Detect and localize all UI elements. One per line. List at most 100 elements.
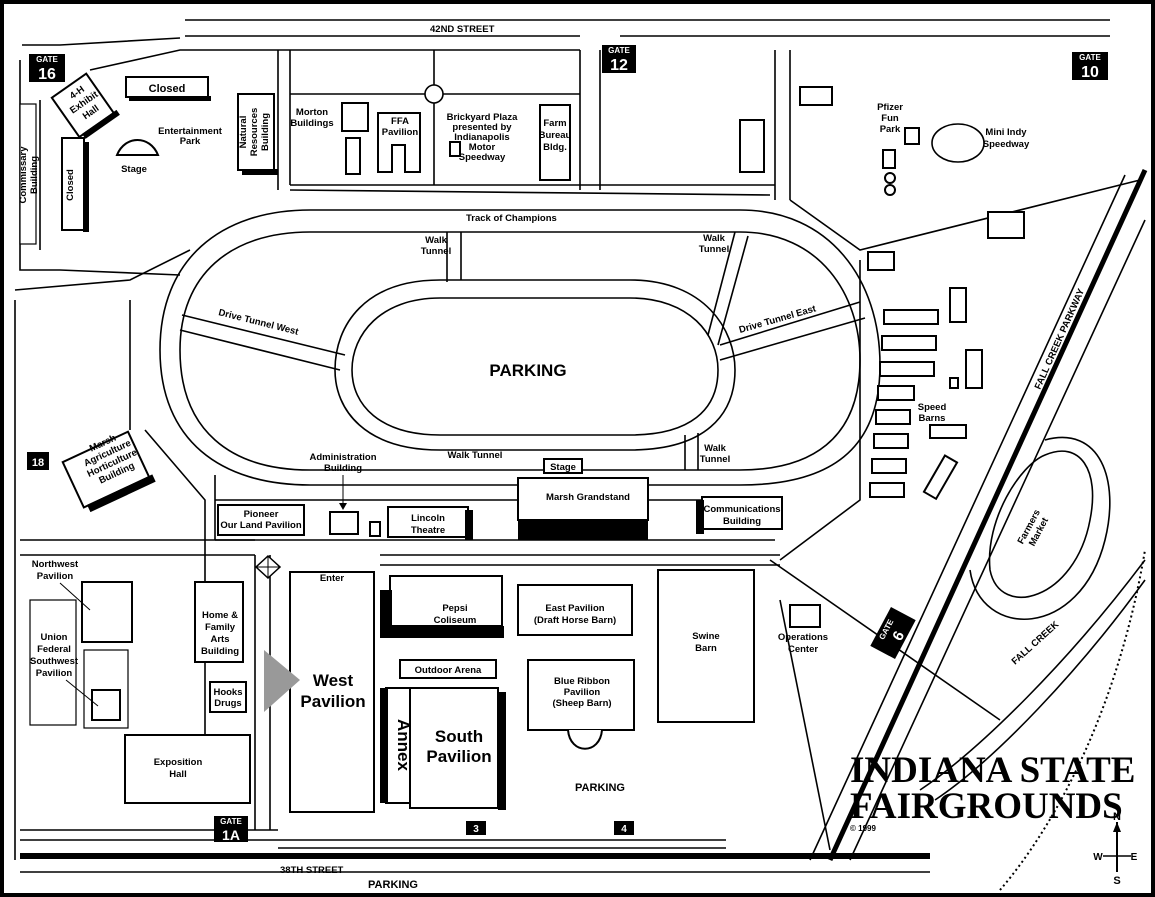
label-walk-tunnel-ne-1: Walk — [703, 233, 726, 244]
svg-text:Natural: Natural — [238, 116, 249, 149]
label-hooks-2: Drugs — [214, 698, 241, 709]
label-parking-infield: PARKING — [489, 361, 566, 380]
label-union-4: Pavilion — [36, 668, 73, 679]
label-northwest-1: Northwest — [32, 559, 79, 570]
label-closed-top: Closed — [149, 83, 186, 95]
label-brickyard-4: Motor — [469, 142, 496, 153]
label-farm-bureau-1: Farm — [543, 118, 566, 129]
label-home-family-2: Family — [205, 622, 236, 633]
label-mini-indy-2: Speedway — [983, 139, 1030, 150]
svg-text:GATE: GATE — [608, 46, 630, 55]
diamond-marker-icon — [254, 554, 282, 580]
label-exposition-2: Hall — [169, 769, 186, 780]
label-exposition-1: Exposition — [154, 757, 203, 768]
label-east-pav-1: East Pavilion — [545, 603, 604, 614]
label-entertainment-1: Entertainment — [158, 126, 223, 137]
label-home-family-4: Building — [201, 646, 239, 657]
svg-text:Resources: Resources — [249, 108, 260, 157]
label-natural-resources: Natural Resources Building — [238, 108, 271, 157]
label-commissary: Commissary Building — [18, 146, 40, 204]
label-walk-tunnel-ne-2: Tunnel — [699, 244, 729, 255]
label-east-pav-2: (Draft Horse Barn) — [534, 615, 616, 626]
label-brickyard-2: presented by — [452, 122, 512, 133]
label-communications-1: Communications — [703, 504, 780, 515]
label-south-pav-1: South — [435, 727, 483, 746]
gate-3: 3 — [466, 821, 486, 835]
svg-text:3: 3 — [473, 824, 479, 835]
label-parking-bottom: PARKING — [368, 879, 418, 891]
label-walk-tunnel-nw-1: Walk — [425, 235, 448, 246]
label-walk-tunnel-se-1: Walk — [704, 443, 727, 454]
gate-12: GATE 12 — [602, 45, 636, 74]
label-brickyard-3: Indianapolis — [454, 132, 509, 143]
svg-text:Building: Building — [29, 156, 40, 194]
label-swine-1: Swine — [692, 631, 719, 642]
label-annex: Annex — [394, 719, 413, 772]
gate-1a: GATE 1A — [214, 816, 248, 843]
label-administration-2: Building — [324, 463, 362, 474]
svg-text:W: W — [1093, 852, 1103, 863]
label-morton-1: Morton — [296, 107, 328, 118]
map-title-line1: INDIANA STATE — [850, 750, 1135, 791]
label-pioneer-1: Pioneer — [244, 509, 279, 520]
label-farm-bureau-2: Bureau — [539, 130, 572, 141]
label-west-pav-1: West — [313, 671, 354, 690]
label-entertainment-2: Park — [180, 136, 201, 147]
label-marsh-grandstand: Marsh Grandstand — [546, 492, 630, 503]
label-swine-2: Barn — [695, 643, 717, 654]
svg-text:GATE: GATE — [36, 55, 58, 64]
label-pfizer-2: Fun — [881, 113, 899, 124]
label-lincoln-1: Lincoln — [411, 513, 445, 524]
street-label-42nd: 42ND STREET — [430, 24, 495, 35]
svg-text:16: 16 — [38, 66, 56, 83]
label-brickyard-5: Speedway — [459, 152, 506, 163]
label-home-family-1: Home & — [202, 610, 238, 621]
label-outdoor-arena: Outdoor Arena — [415, 665, 482, 676]
label-walk-tunnel-s: Walk Tunnel — [448, 450, 503, 461]
gate-18: 18 — [27, 452, 49, 470]
svg-text:1A: 1A — [222, 827, 240, 843]
svg-text:4: 4 — [621, 824, 627, 835]
label-walk-tunnel-se-2: Tunnel — [700, 454, 730, 465]
buildings — [19, 72, 1025, 813]
label-blue-ribbon-1: Blue Ribbon — [554, 676, 610, 687]
label-speed-barns-1: Speed — [918, 402, 947, 413]
label-northwest-2: Pavilion — [37, 571, 74, 582]
label-operations-1: Operations — [778, 632, 828, 643]
gate-4: 4 — [614, 821, 634, 835]
label-morton-2: Buildings — [290, 118, 333, 129]
label-union-2: Federal — [37, 644, 71, 655]
svg-text:E: E — [1131, 852, 1138, 863]
label-closed-side: Closed — [65, 169, 76, 201]
label-stage-ent: Stage — [121, 164, 147, 175]
label-blue-ribbon-3: (Sheep Barn) — [552, 698, 611, 709]
label-south-pav-2: Pavilion — [426, 747, 491, 766]
svg-text:S: S — [1113, 875, 1120, 887]
street-label-38th: 38TH STREET — [280, 865, 344, 876]
label-walk-tunnel-nw-2: Tunnel — [421, 246, 451, 257]
track-label: Track of Champions — [466, 213, 557, 224]
label-farm-bureau-3: Bldg. — [543, 142, 567, 153]
map-copyright: © 1999 — [850, 824, 876, 833]
label-operations-2: Center — [788, 644, 818, 655]
svg-text:GATE: GATE — [1079, 53, 1101, 62]
label-union-3: Southwest — [30, 656, 79, 667]
label-ffa-1: FFA — [391, 116, 409, 127]
svg-text:12: 12 — [610, 57, 628, 74]
label-administration-1: Administration — [309, 452, 376, 463]
label-home-family-3: Arts — [210, 634, 229, 645]
label-pfizer-1: Pfizer — [877, 102, 903, 113]
svg-text:18: 18 — [32, 457, 44, 469]
compass-icon: N S W E — [1093, 811, 1137, 887]
map-title-line2: FAIRGROUNDS — [850, 786, 1123, 827]
svg-text:GATE: GATE — [220, 817, 242, 826]
label-ffa-2: Pavilion — [382, 127, 419, 138]
label-speed-barns-2: Barns — [919, 413, 946, 424]
label-blue-ribbon-2: Pavilion — [564, 687, 601, 698]
label-pioneer-2: Our Land Pavilion — [220, 520, 301, 531]
label-communications-2: Building — [723, 516, 761, 527]
label-pepsi-2: Coliseum — [434, 615, 477, 626]
label-marsh-agri: Marsh Agriculture Horticulture Building — [82, 433, 139, 487]
svg-text:10: 10 — [1081, 64, 1099, 81]
label-brickyard-1: Brickyard Plaza — [447, 112, 518, 123]
